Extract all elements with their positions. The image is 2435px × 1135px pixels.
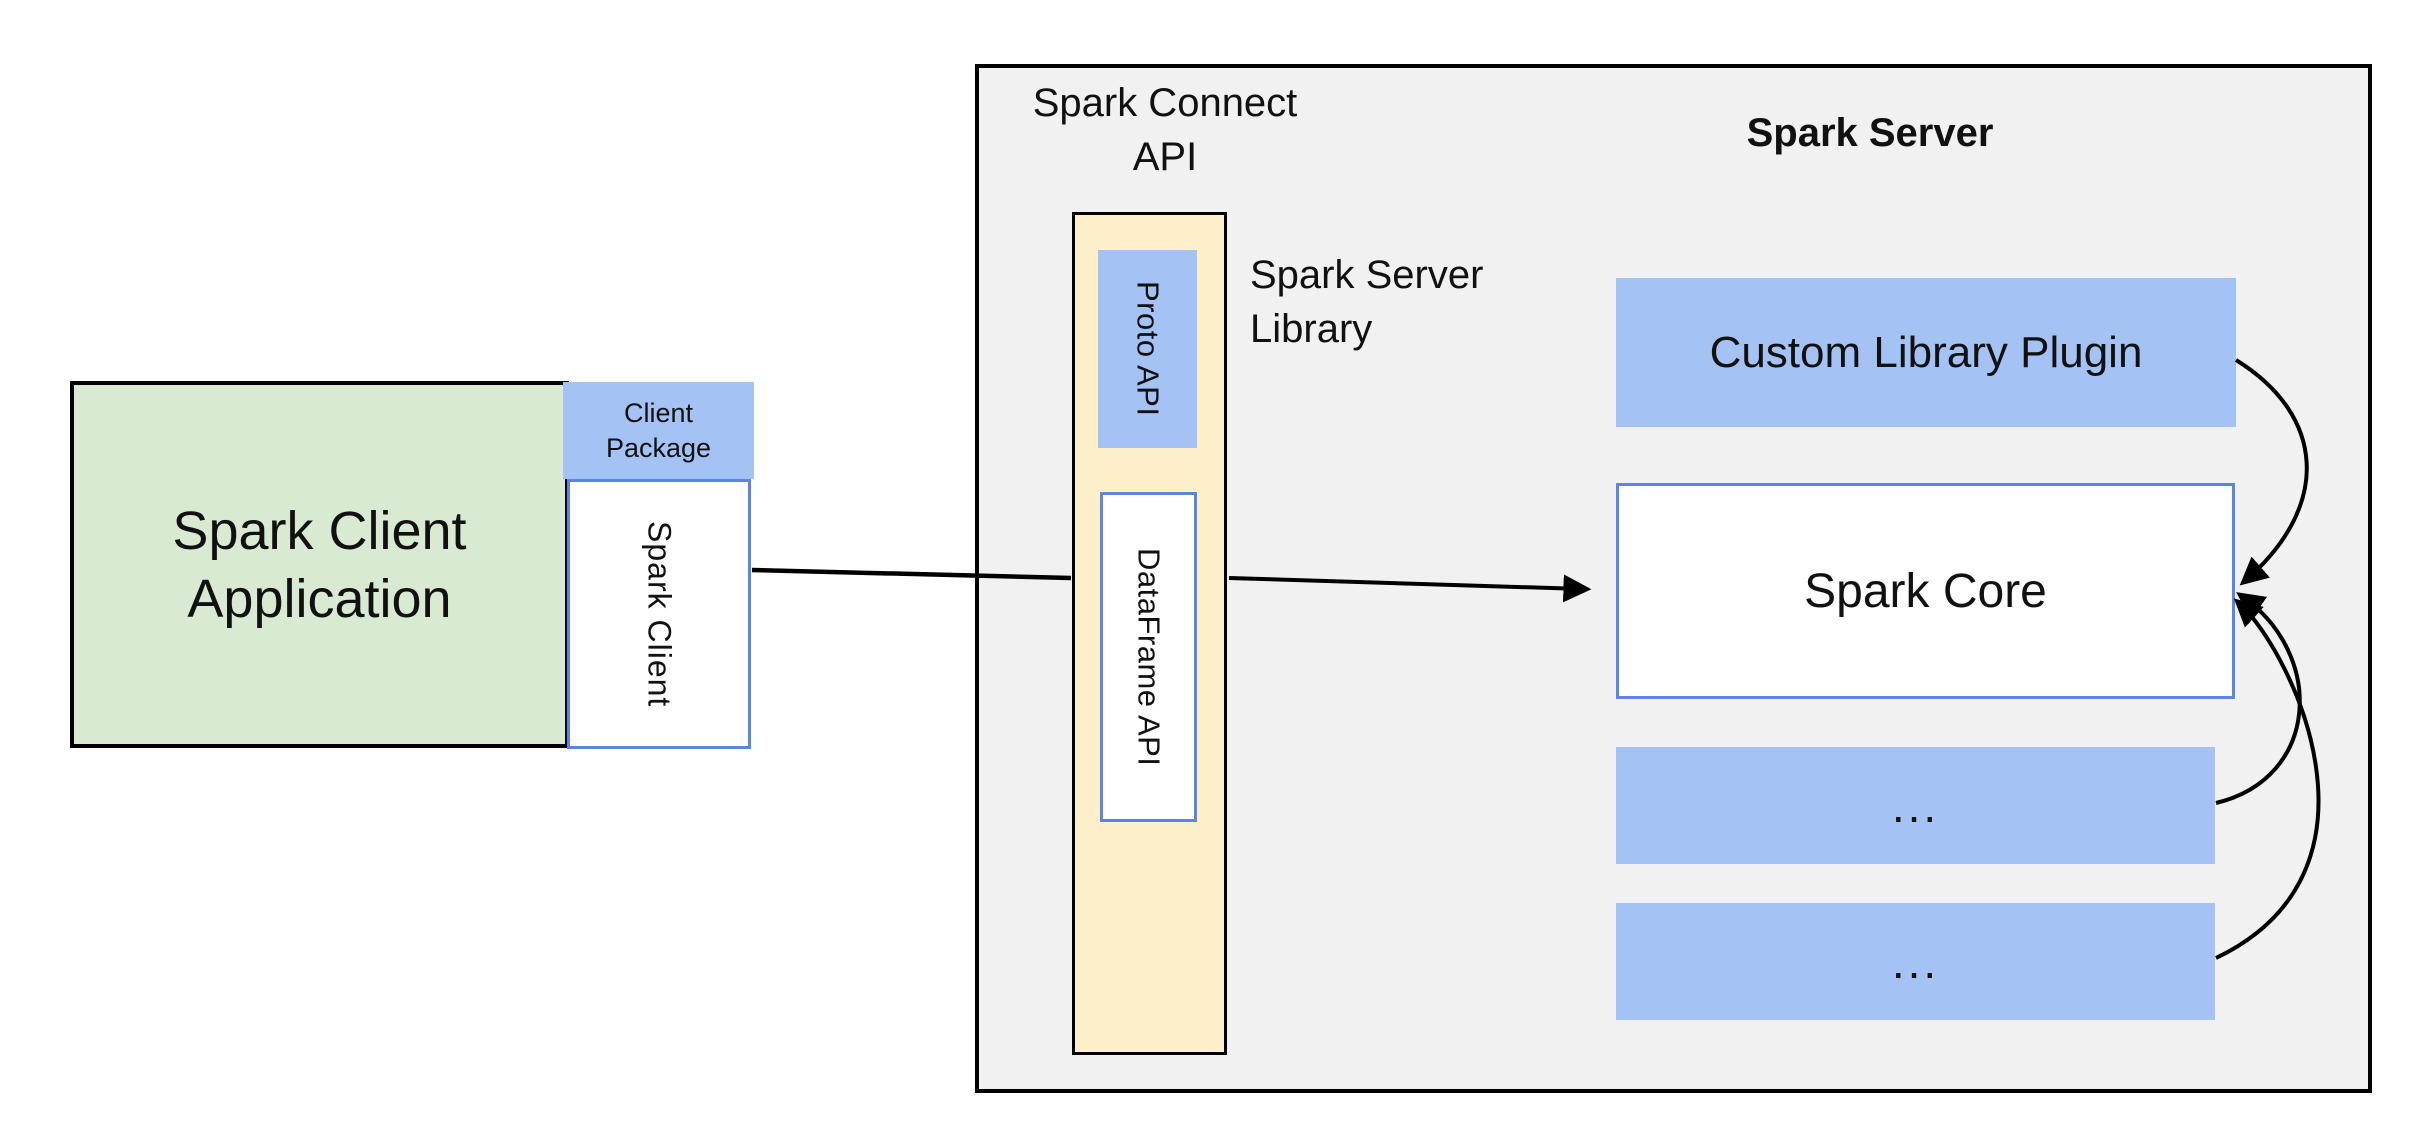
- proto-api-box: Proto API: [1098, 250, 1197, 448]
- spark-client-application-box: Spark Client Application: [70, 381, 569, 748]
- module-box-2-label: ...: [1891, 935, 1940, 988]
- custom-library-plugin-label: Custom Library Plugin: [1709, 327, 2143, 377]
- client-package-label-line2: Package: [605, 432, 712, 463]
- spark-core-box: Spark Core: [1616, 483, 2235, 699]
- spark-connect-api-title-line2: API: [1132, 135, 1198, 179]
- dataframe-api-box: DataFrame API: [1100, 492, 1197, 822]
- spark-client-label: Spark Client: [641, 520, 678, 708]
- client-package-label-line1: Client: [623, 397, 694, 428]
- custom-library-plugin-box: Custom Library Plugin: [1616, 278, 2236, 427]
- module-box-1: ...: [1616, 747, 2215, 864]
- module-box-1-label: ...: [1891, 779, 1940, 832]
- proto-api-label: Proto API: [1130, 281, 1166, 417]
- spark-client-application-label-line1: Spark Client: [172, 500, 467, 561]
- spark-server-title: Spark Server: [1746, 111, 1994, 155]
- client-package-box: Client Package: [563, 382, 754, 479]
- dataframe-api-label: DataFrame API: [1131, 547, 1167, 767]
- spark-connect-api-title-line1: Spark Connect: [1032, 81, 1298, 125]
- spark-client-application-label-line2: Application: [187, 568, 452, 629]
- spark-client-box: Spark Client: [567, 479, 751, 749]
- spark-server-library-label-line1: Spark Server: [1250, 253, 1484, 297]
- spark-connect-api-title: Spark Connect API: [985, 76, 1345, 184]
- spark-server-library-label: Spark Server Library: [1250, 248, 1670, 356]
- module-box-2: ...: [1616, 903, 2215, 1020]
- spark-server-library-label-line2: Library: [1250, 307, 1373, 351]
- spark-core-label: Spark Core: [1804, 564, 2047, 618]
